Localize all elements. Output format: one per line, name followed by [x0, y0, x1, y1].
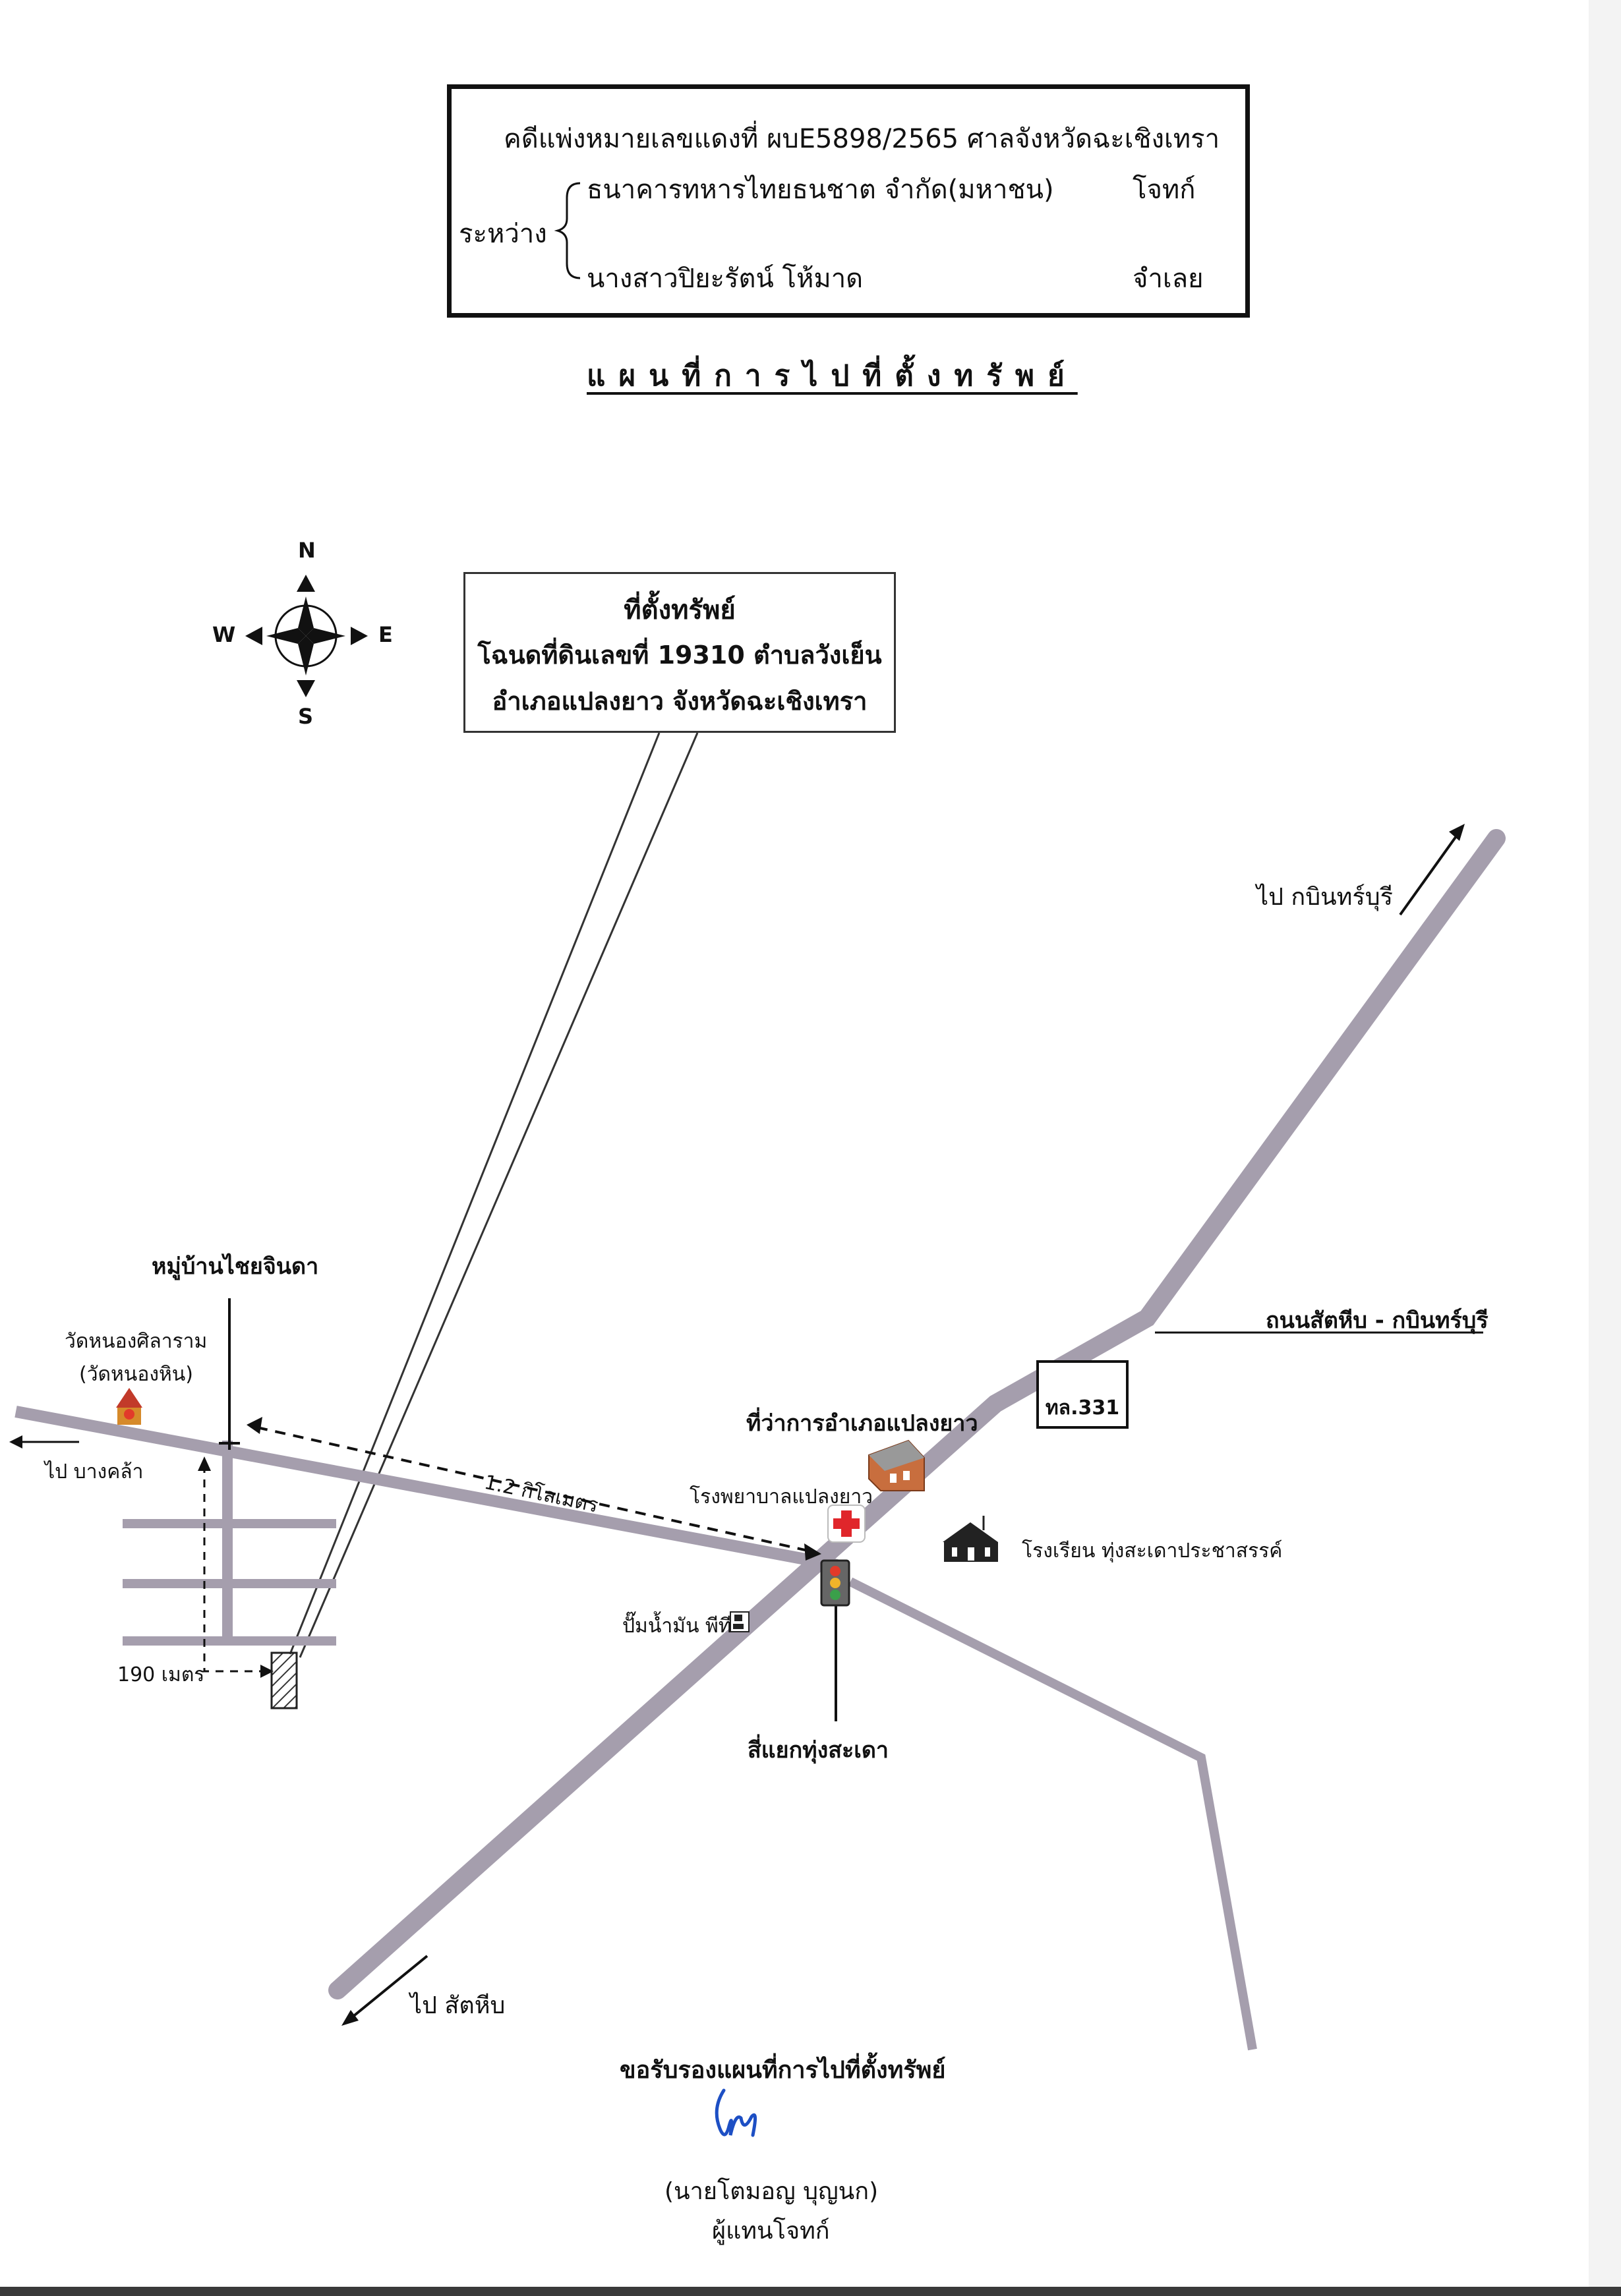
scan-bottom-edge	[0, 2287, 1621, 2296]
arrow-to-kabin	[1399, 824, 1465, 916]
signature-icon	[715, 2088, 757, 2137]
map-title: แผนที่การไปที่ตั้งทรัพย์	[587, 359, 1078, 393]
label-temple-name: วัดหนองศิลาราม	[65, 1330, 208, 1353]
label-school: โรงเรียน ทุ่งสะเดาประชาสรรค์	[1022, 1539, 1283, 1563]
label-temple-alias: (วัดหนองหิน)	[79, 1363, 193, 1386]
property-plot-marker-icon	[270, 1651, 298, 1709]
compass-rose-icon	[245, 575, 368, 697]
label-gas-station: ปั๊มน้ำมัน พีที	[622, 1615, 732, 1638]
between-label: ระหว่าง	[459, 219, 547, 249]
callout-pointer-line	[289, 732, 661, 1655]
distance-arrow-side	[203, 1464, 267, 1673]
arrow-to-sattahip	[341, 1955, 428, 2026]
district-office-building-icon	[868, 1439, 925, 1491]
arrow-to-bangkhla	[9, 1435, 79, 1449]
case-number-line: คดีแพ่งหมายเลขแดงที่ ผบE5898/2565 ศาลจัง…	[504, 124, 1220, 154]
property-callout-title: ที่ตั้งทรัพย์	[624, 595, 736, 625]
defendant-name: นางสาวปิยะรัตน์ โห้มาด	[587, 264, 864, 294]
signer-name: (นายโตมอญ บุญนก)	[664, 2178, 879, 2205]
label-hospital: โรงพยาบาลแปลงยาว	[690, 1485, 873, 1508]
compass-west-label: W	[212, 622, 236, 647]
plaintiff-role: โจทก์	[1133, 175, 1196, 205]
compass-north-label: N	[298, 538, 316, 563]
label-to-kabin: ไป กบินทร์บุรี	[1256, 884, 1393, 911]
compass-south-label: S	[298, 704, 314, 729]
scan-margin	[1589, 0, 1621, 2296]
temple-icon	[116, 1388, 142, 1425]
property-district-line: อำเภอแปลงยาว จังหวัดฉะเชิงเทรา	[492, 687, 868, 716]
road-sign-331: ทล.331	[1036, 1360, 1129, 1429]
label-intersection: สี่แยกทุ่งสะเดา	[748, 1737, 889, 1764]
label-distance-side: 190 เมตร	[117, 1663, 205, 1686]
defendant-role: จำเลย	[1133, 264, 1204, 294]
label-to-bangkhla: ไป บางคล้า	[45, 1460, 144, 1483]
compass-east-label: E	[378, 622, 393, 647]
case-header-box	[447, 84, 1250, 318]
school-building-icon	[943, 1516, 998, 1562]
road-southeast	[848, 1577, 1257, 2051]
distance-arrow-main	[256, 1426, 811, 1553]
gas-pump-icon	[730, 1611, 750, 1632]
label-to-sattahip: ไป สัตหีบ	[410, 1992, 506, 2019]
property-callout: ที่ตั้งทรัพย์ โฉนดที่ดินเลขที่ 19310 ตำบ…	[463, 572, 896, 733]
certification-text: ขอรับรองแผนที่การไปที่ตั้งทรัพย์	[620, 2057, 946, 2084]
label-village: หมู่บ้านไชยจินดา	[152, 1253, 319, 1280]
road-sign-label: ทล.331	[1045, 1396, 1120, 1420]
traffic-light-icon	[820, 1559, 850, 1607]
plaintiff-name: ธนาคารทหารไทยธนชาต จำกัด(มหาชน)	[587, 175, 1054, 205]
label-district-office: ที่ว่าการอำเภอแปลงยาว	[746, 1410, 978, 1437]
callout-pointer-line	[299, 732, 699, 1658]
hospital-cross-icon	[827, 1505, 866, 1543]
road-to-bangkhla	[15, 1406, 839, 1571]
label-road-name: ถนนสัตหีบ - กบินทร์บุรี	[1266, 1307, 1488, 1334]
signer-role: ผู้แทนโจทก์	[712, 2218, 830, 2245]
brace-icon	[554, 182, 581, 279]
property-deed-line: โฉนดที่ดินเลขที่ 19310 ตำบลวังเย็น	[477, 641, 882, 670]
